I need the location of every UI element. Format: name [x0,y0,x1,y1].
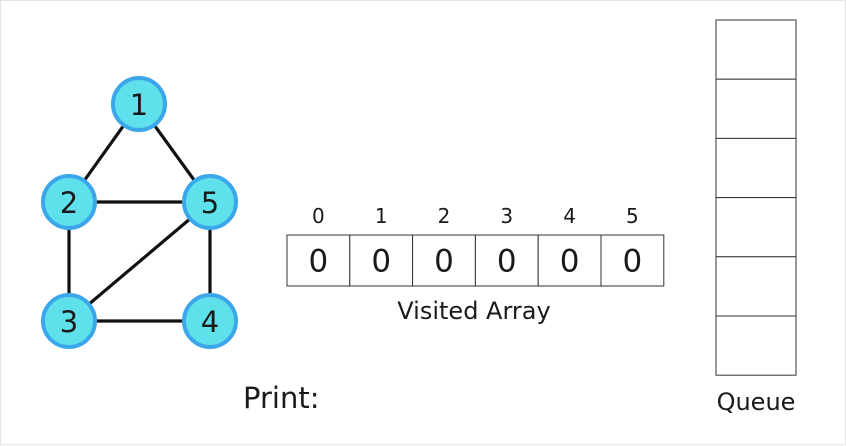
queue-caption: Queue [717,388,796,416]
visited-cell-value: 0 [497,244,517,280]
queue-slot [715,197,797,258]
node-label: 3 [60,305,78,339]
queue-slot-box [715,197,797,258]
visited-cell: 0 [600,234,665,287]
queue-slot-box [715,256,797,317]
visited-array-caption: Visited Array [397,297,550,325]
visited-cell: 0 [349,234,414,287]
graph-node-2: 2 [41,174,97,230]
visited-array-indices: 0 1 2 3 4 5 [312,204,639,228]
visited-cell-value: 0 [623,244,643,280]
queue-slot-box [715,137,797,199]
node-circle [182,293,238,349]
visited-array: 0 1 2 3 4 5 0 0 0 0 0 0 Visited Array [286,204,665,325]
queue-slot-box [715,78,797,139]
visited-index-label: 4 [563,204,576,228]
visited-index-label: 5 [626,204,639,228]
visited-cell-box [349,234,414,287]
visited-cell-box [537,234,602,287]
visited-cell-value: 0 [560,244,580,280]
node-circle [41,293,97,349]
node-circle [111,76,167,132]
graph-node-5: 5 [182,174,238,230]
visited-cell-box [412,234,476,287]
visited-cell-box [600,234,665,287]
edge-3-5 [67,200,212,323]
visited-index-label: 0 [312,204,325,228]
visited-cell-value: 0 [371,244,391,280]
visited-array-cells: 0 0 0 0 0 0 [286,234,665,287]
visited-index-label: 2 [438,204,451,228]
print-output: Print: [243,381,319,415]
queue-slot [715,137,797,199]
queue-slot [715,315,797,376]
print-label: Print: [243,381,319,415]
graph-node-3: 3 [41,293,97,349]
visited-cell: 0 [412,234,476,287]
visited-cell: 0 [286,234,351,287]
node-circle [41,174,97,230]
queue-slot [715,19,797,80]
queue-slot-box [715,19,797,80]
node-label: 4 [201,305,219,339]
queue-slots [715,19,797,376]
node-label: 2 [60,186,78,220]
graph-node-1: 1 [111,76,167,132]
visited-cell-box [474,234,539,287]
queue: Queue [715,19,797,416]
node-label: 5 [201,186,219,220]
node-circle [182,174,238,230]
visited-cell-value: 0 [434,244,454,280]
visited-index-label: 1 [375,204,388,228]
graph-node-4: 4 [182,293,238,349]
visited-cell-value: 0 [309,244,329,280]
visited-index-label: 3 [500,204,513,228]
queue-slot [715,256,797,317]
visited-cell: 0 [474,234,539,287]
graph-nodes: 1 2 3 4 5 [41,76,238,349]
node-label: 1 [130,88,148,122]
visited-cell-box [286,234,351,287]
queue-slot-box [715,315,797,376]
visited-cell: 0 [537,234,602,287]
queue-slot [715,78,797,139]
